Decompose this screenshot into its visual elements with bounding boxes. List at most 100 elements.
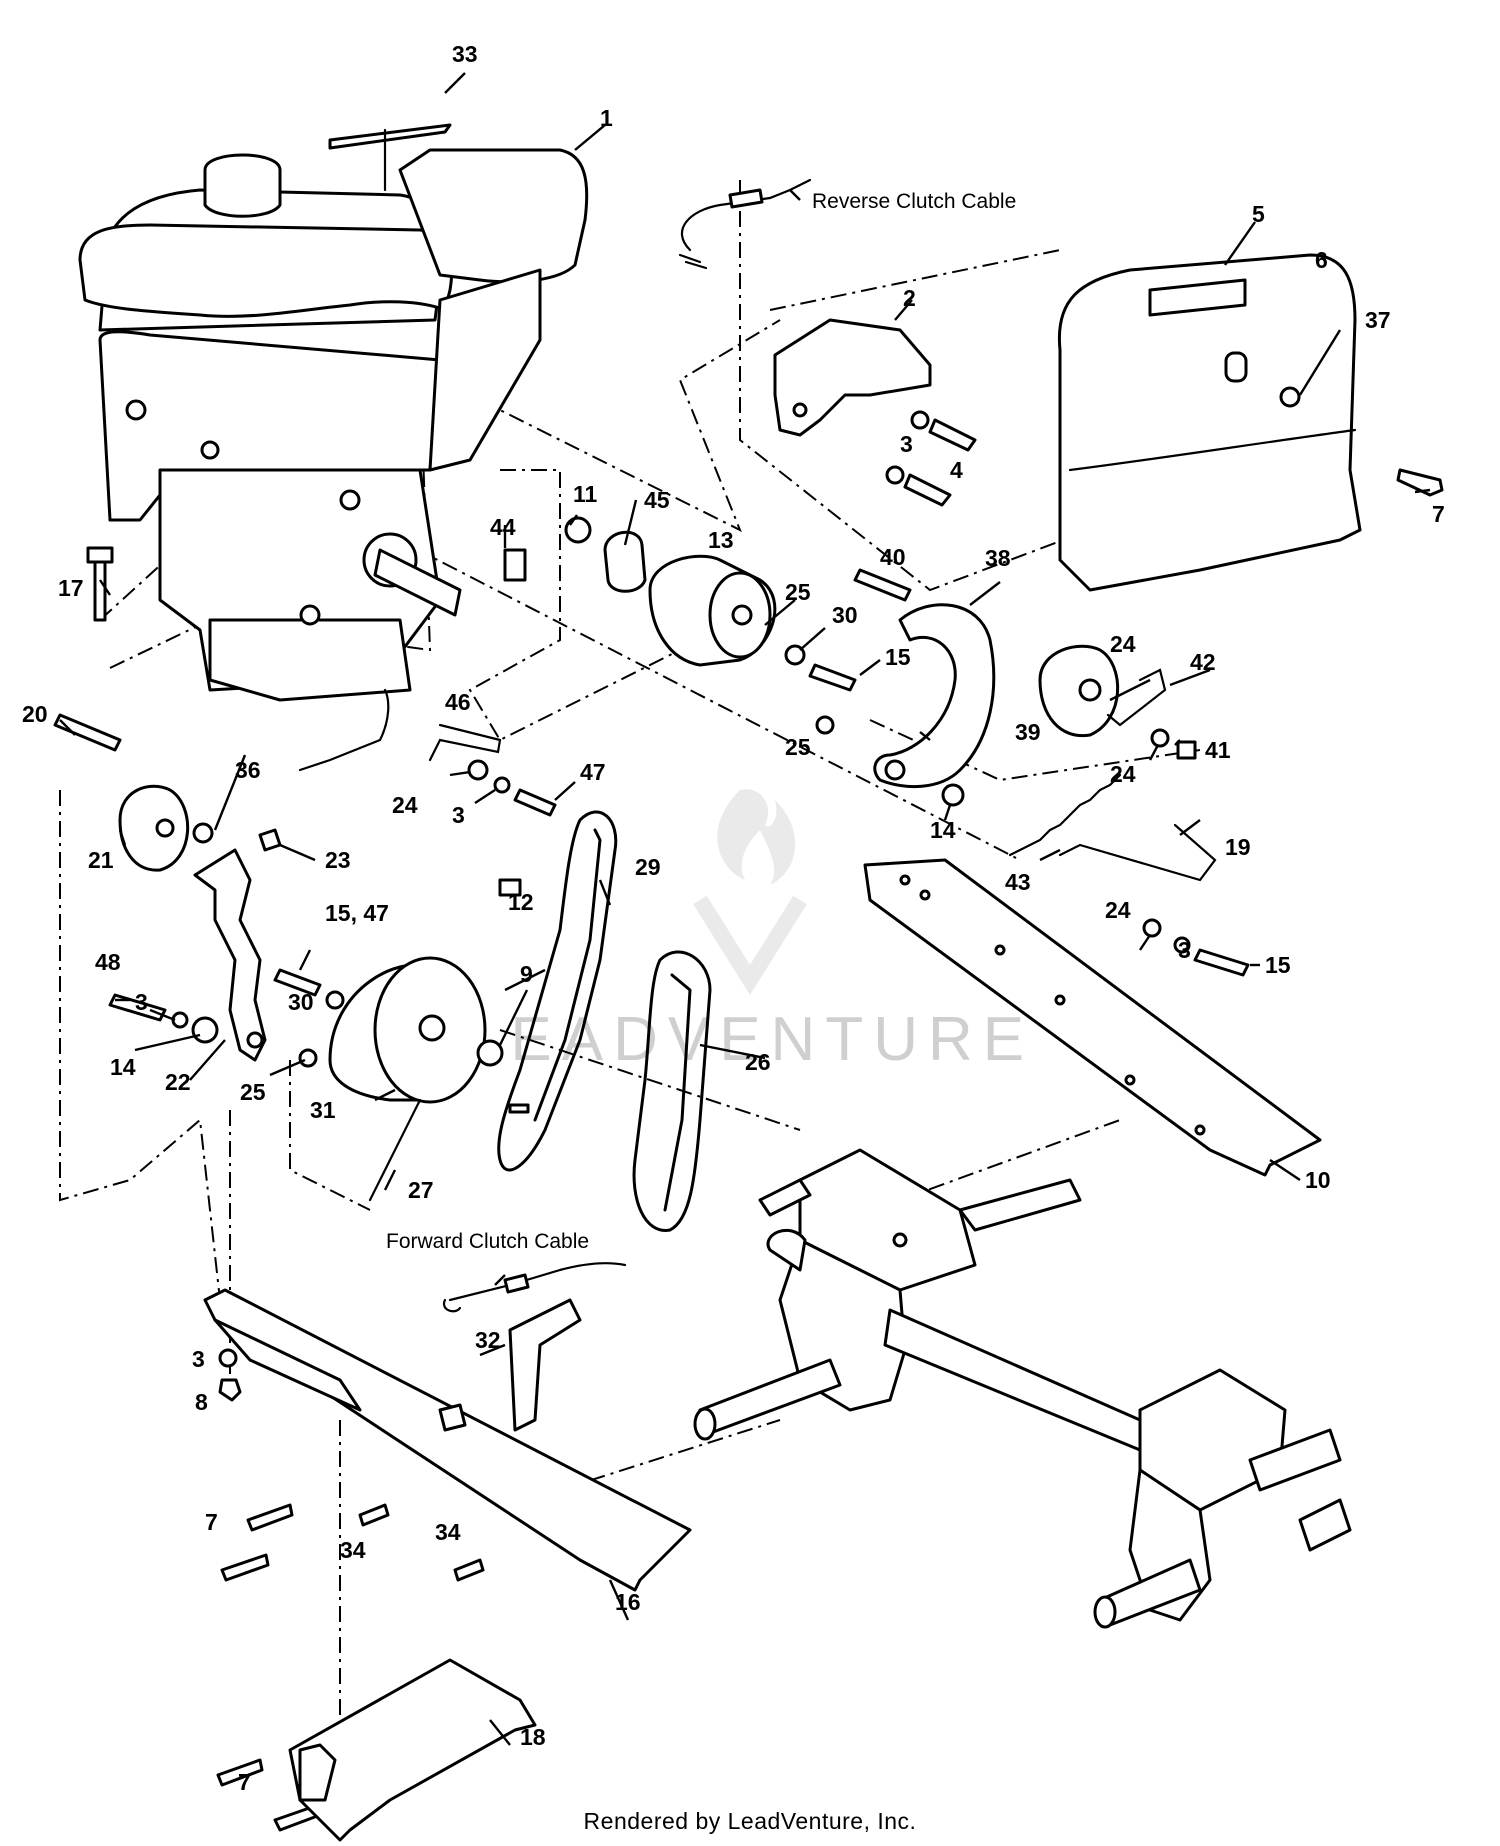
leader-lines bbox=[59, 72, 1431, 1746]
nut-41 bbox=[1176, 740, 1197, 760]
callout-24c: 24 bbox=[392, 792, 418, 818]
callout-8: 8 bbox=[195, 1389, 208, 1415]
callout-1: 1 bbox=[600, 105, 613, 131]
callout-20: 20 bbox=[22, 701, 48, 727]
bolt-47 bbox=[513, 788, 557, 817]
rail-hole bbox=[1124, 1074, 1136, 1086]
dashed-line-frame-right bbox=[899, 1119, 1121, 1201]
leader-26 bbox=[699, 1043, 766, 1060]
reverse-clutch-cable-label: Reverse Clutch Cable bbox=[812, 190, 1016, 213]
washer-11 bbox=[564, 516, 592, 544]
dashed-line-bracket bbox=[739, 180, 1251, 592]
washer-3e bbox=[1173, 936, 1191, 954]
frame-rail-16 bbox=[203, 1288, 692, 1592]
dashed-line-shaft bbox=[468, 469, 721, 742]
callout-37: 37 bbox=[1365, 307, 1391, 333]
callout-38: 38 bbox=[985, 545, 1011, 571]
callout-3e: 3 bbox=[192, 1346, 205, 1372]
leader-10 bbox=[1269, 1159, 1301, 1181]
decal-5 bbox=[1148, 278, 1247, 317]
leader-23 bbox=[279, 843, 316, 862]
callout-43: 43 bbox=[1005, 869, 1031, 895]
key-12b bbox=[498, 878, 522, 897]
cable-to-arm bbox=[298, 688, 390, 772]
leader-41 bbox=[1174, 739, 1181, 746]
callout-17: 17 bbox=[58, 575, 84, 601]
callout-45: 45 bbox=[644, 487, 670, 513]
washer-14 bbox=[941, 783, 965, 807]
callout-34: 34 bbox=[340, 1537, 366, 1563]
frame-rail bbox=[863, 858, 1322, 1177]
idler-21-bore bbox=[155, 818, 175, 838]
right-gearbox-flange bbox=[1298, 1498, 1352, 1552]
leader-36 bbox=[213, 754, 247, 831]
leader-24c bbox=[449, 770, 471, 777]
bolt-34b bbox=[453, 1558, 485, 1582]
callout-7: 7 bbox=[1432, 501, 1445, 527]
fuel-cap bbox=[203, 153, 282, 218]
leader-25b bbox=[919, 731, 931, 741]
callout-34b: 34 bbox=[435, 1519, 461, 1545]
washer-9 bbox=[476, 1039, 504, 1067]
dashed-line-bolt-17 bbox=[99, 519, 211, 621]
engine-housing-side bbox=[428, 268, 542, 472]
callouts: 33 1 5 2 6 37 3 4 7 11 45 13 44 40 38 17… bbox=[22, 41, 1445, 1795]
belt-cover-body bbox=[1057, 253, 1362, 592]
decal-strip bbox=[328, 123, 452, 150]
leader-45 bbox=[623, 499, 638, 546]
bolt-15 bbox=[808, 663, 857, 692]
forward-cable-hook bbox=[442, 1298, 462, 1313]
engine-bolt bbox=[339, 489, 361, 511]
washer-3c bbox=[493, 776, 511, 794]
dashed-line-cover bbox=[769, 249, 1061, 311]
guard-body bbox=[288, 1658, 537, 1842]
lever-arm bbox=[193, 848, 267, 1062]
callout-16: 16 bbox=[615, 1589, 641, 1615]
callout-41: 41 bbox=[1205, 737, 1231, 763]
leader-14b bbox=[134, 1033, 201, 1052]
engine-mount-hole bbox=[125, 399, 147, 421]
cable-bracket bbox=[508, 1298, 582, 1432]
bracket-2 bbox=[773, 318, 932, 437]
bolt-17 bbox=[93, 558, 107, 622]
engine-mount-hole bbox=[200, 440, 220, 460]
cable-line bbox=[680, 188, 792, 252]
screw-7b bbox=[246, 1503, 294, 1532]
dashed-line-left bbox=[59, 790, 221, 1301]
callout-24b: 24 bbox=[1110, 761, 1136, 787]
watermark-text: LEADVENTURE bbox=[466, 1005, 1034, 1074]
key-44 bbox=[503, 548, 527, 582]
bolt-4b bbox=[903, 473, 952, 507]
axle-right-end bbox=[1093, 1595, 1117, 1629]
reverse-clutch-cable bbox=[678, 178, 812, 270]
flame-icon bbox=[717, 789, 796, 885]
callout-14b: 14 bbox=[110, 1054, 136, 1080]
bolt-40 bbox=[853, 568, 912, 602]
bolt-15-47 bbox=[273, 968, 322, 997]
spring-27 bbox=[368, 1098, 422, 1202]
engine-base bbox=[208, 618, 412, 702]
leader-32 bbox=[479, 1343, 506, 1357]
cable-end bbox=[728, 188, 764, 209]
callout-10: 10 bbox=[1305, 1167, 1331, 1193]
callout-24d: 24 bbox=[1105, 897, 1131, 923]
callout-31: 31 bbox=[310, 1097, 336, 1123]
frame-rail-16-body bbox=[203, 1288, 692, 1592]
rail-hole bbox=[1194, 1124, 1206, 1136]
idler-arm bbox=[873, 603, 996, 789]
forward-clutch-cable-label: Forward Clutch Cable bbox=[386, 1230, 589, 1253]
idler-pulley-21 bbox=[118, 784, 190, 872]
callout-44: 44 bbox=[490, 514, 516, 540]
washer-36 bbox=[192, 822, 214, 844]
washer-25b bbox=[815, 715, 835, 735]
washer-30b bbox=[325, 990, 345, 1010]
springs-rods bbox=[298, 668, 1217, 1202]
callout-19: 19 bbox=[1225, 834, 1251, 860]
washer-3 bbox=[910, 410, 930, 430]
leader-21 bbox=[118, 829, 127, 846]
rod-42 bbox=[1106, 668, 1167, 727]
watermark-logo bbox=[693, 789, 807, 996]
callout-7b: 7 bbox=[205, 1509, 218, 1535]
callout-3c: 3 bbox=[1178, 937, 1191, 963]
callout-26: 26 bbox=[745, 1049, 771, 1075]
